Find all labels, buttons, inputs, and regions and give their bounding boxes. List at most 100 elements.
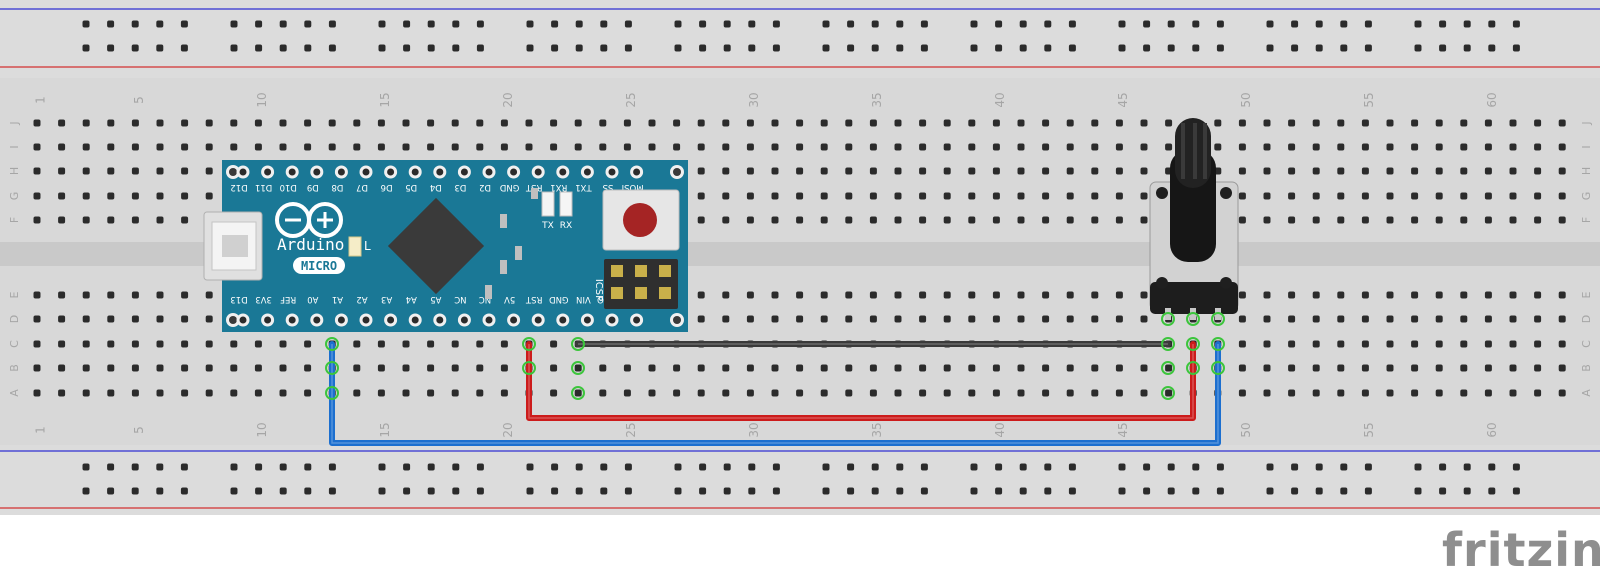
icsp-pin bbox=[611, 265, 623, 277]
breadboard-hole bbox=[1386, 143, 1394, 151]
column-label-top: 25 bbox=[624, 92, 638, 107]
breadboard-hole bbox=[156, 167, 164, 175]
row-label: J bbox=[1580, 121, 1593, 125]
breadboard-hole bbox=[894, 192, 902, 200]
breadboard-hole bbox=[894, 216, 902, 224]
breadboard-hole bbox=[869, 216, 877, 224]
rail-hole bbox=[896, 463, 904, 471]
breadboard-hole bbox=[697, 291, 705, 299]
header-hole-bottom bbox=[583, 316, 591, 324]
breadboard-hole bbox=[1435, 143, 1443, 151]
breadboard-hole bbox=[156, 192, 164, 200]
breadboard-hole bbox=[1435, 389, 1443, 397]
microcontroller-chip bbox=[387, 197, 485, 295]
breadboard-hole bbox=[1312, 315, 1320, 323]
potentiometer-screw bbox=[1156, 187, 1168, 199]
breadboard-hole bbox=[1361, 167, 1369, 175]
led-l-label: L bbox=[364, 239, 371, 253]
breadboard-hole bbox=[451, 143, 459, 151]
breadboard-hole bbox=[746, 315, 754, 323]
rail-hole bbox=[575, 44, 583, 52]
breadboard-hole bbox=[1312, 216, 1320, 224]
column-label-top: 60 bbox=[1485, 92, 1499, 107]
rail-hole bbox=[255, 44, 263, 52]
breadboard-hole bbox=[476, 340, 484, 348]
rail-hole bbox=[1266, 463, 1274, 471]
breadboard-hole bbox=[943, 291, 951, 299]
rail-hole bbox=[1068, 487, 1076, 495]
rail-hole bbox=[1439, 487, 1447, 495]
breadboard-hole bbox=[796, 364, 804, 372]
pin-label-top: D2 bbox=[479, 182, 491, 192]
breadboard-hole bbox=[1337, 291, 1345, 299]
rail-hole bbox=[1414, 487, 1422, 495]
breadboard-hole bbox=[1435, 364, 1443, 372]
wire-signal-blue[interactable] bbox=[329, 341, 1221, 446]
breadboard-hole bbox=[992, 291, 1000, 299]
breadboard-hole bbox=[1017, 192, 1025, 200]
rail-hole bbox=[230, 487, 238, 495]
breadboard-hole bbox=[254, 389, 262, 397]
rail-hole bbox=[896, 487, 904, 495]
rail-hole bbox=[551, 44, 559, 52]
breadboard-hole bbox=[919, 216, 927, 224]
rail-hole bbox=[551, 487, 559, 495]
breadboard-hole bbox=[427, 143, 435, 151]
breadboard-hole bbox=[1263, 216, 1271, 224]
breadboard-hole bbox=[1066, 143, 1074, 151]
breadboard-hole bbox=[550, 364, 558, 372]
breadboard-hole bbox=[746, 192, 754, 200]
icsp-pin bbox=[635, 287, 647, 299]
breadboard-hole bbox=[771, 143, 779, 151]
rail-hole bbox=[1118, 463, 1126, 471]
breadboard-hole bbox=[1386, 291, 1394, 299]
breadboard-hole bbox=[377, 119, 385, 127]
rail-hole bbox=[699, 20, 707, 28]
breadboard-hole bbox=[796, 192, 804, 200]
connected-hole bbox=[1161, 312, 1175, 326]
rail-hole bbox=[723, 487, 731, 495]
breadboard-hole bbox=[1534, 167, 1542, 175]
breadboard-hole bbox=[623, 143, 631, 151]
breadboard-hole bbox=[919, 291, 927, 299]
breadboard-hole bbox=[1238, 119, 1246, 127]
wire-power-red[interactable] bbox=[526, 341, 1196, 421]
breadboard-hole bbox=[1460, 192, 1468, 200]
breadboard-hole bbox=[869, 364, 877, 372]
rail-hole bbox=[1192, 487, 1200, 495]
header-hole-bottom bbox=[460, 316, 468, 324]
breadboard-hole bbox=[599, 389, 607, 397]
breadboard-hole bbox=[919, 143, 927, 151]
arduino-logo-minus bbox=[285, 218, 301, 222]
rail-hole bbox=[871, 20, 879, 28]
smd-component bbox=[500, 214, 507, 228]
breadboard-hole bbox=[1263, 143, 1271, 151]
breadboard-hole bbox=[820, 119, 828, 127]
breadboard-hole bbox=[304, 389, 312, 397]
rail-hole bbox=[131, 20, 139, 28]
pin-label-bottom: A5 bbox=[430, 294, 441, 304]
breadboard-hole bbox=[1534, 143, 1542, 151]
breadboard-hole bbox=[1288, 119, 1296, 127]
potentiometer[interactable] bbox=[1149, 118, 1239, 320]
row-label: J bbox=[8, 121, 21, 125]
breadboard-hole bbox=[1484, 167, 1492, 175]
column-label-top: 45 bbox=[1116, 92, 1130, 107]
breadboard-hole bbox=[1288, 143, 1296, 151]
header-hole-bottom bbox=[633, 316, 641, 324]
breadboard-hole bbox=[673, 389, 681, 397]
header-hole-bottom bbox=[510, 316, 518, 324]
breadboard-hole bbox=[82, 340, 90, 348]
breadboard-hole bbox=[1066, 119, 1074, 127]
breadboard-hole bbox=[722, 364, 730, 372]
breadboard-hole bbox=[1337, 192, 1345, 200]
pin-label-top: D11 bbox=[255, 182, 272, 192]
breadboard-hole bbox=[82, 315, 90, 323]
header-hole-top bbox=[583, 168, 591, 176]
breadboard-hole bbox=[377, 340, 385, 348]
breadboard-hole bbox=[1214, 119, 1222, 127]
rail-hole bbox=[772, 20, 780, 28]
rail-hole bbox=[1414, 463, 1422, 471]
breadboard-hole bbox=[254, 364, 262, 372]
